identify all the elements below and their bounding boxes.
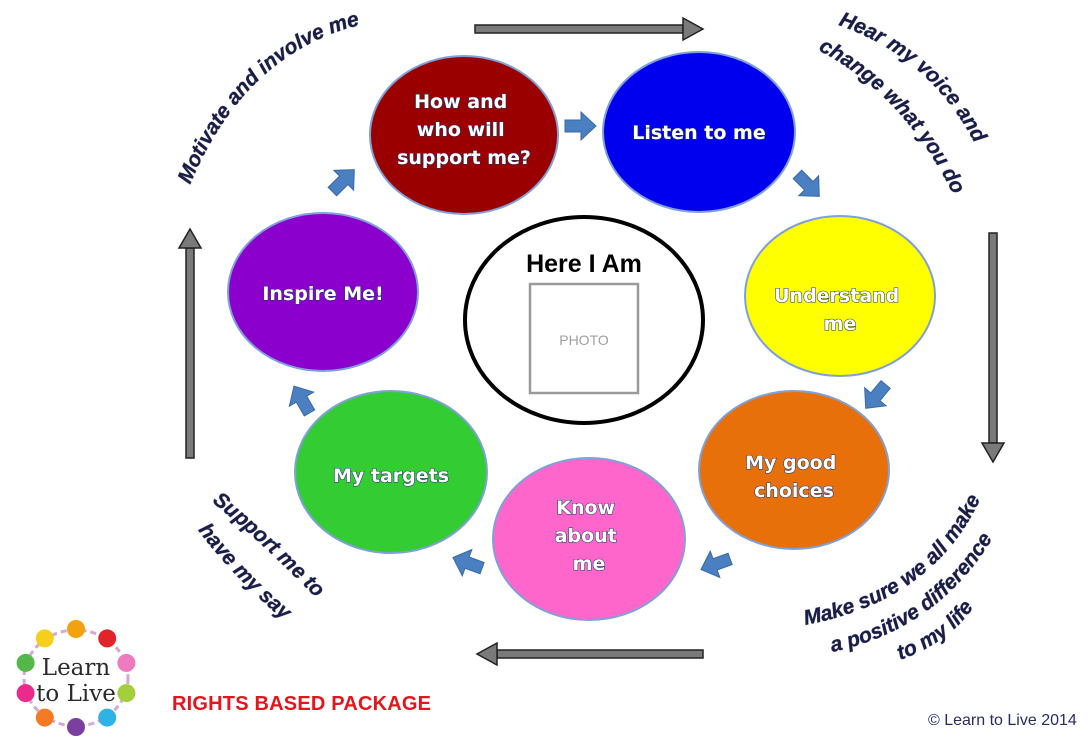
node-know-about-line1: Know (556, 497, 615, 519)
svg-text:Understand me: Understand me (774, 285, 906, 335)
flow-arrow-7 (327, 169, 355, 197)
svg-text:My good choices: My good choices (745, 452, 843, 502)
logo-dot (35, 629, 54, 648)
logo-dot (98, 629, 117, 648)
node-inspire: Inspire Me! (227, 212, 419, 372)
node-how-who-line2: who will (417, 119, 505, 141)
node-know-about-line3: me (573, 553, 606, 575)
flow-arrow-2 (792, 169, 820, 197)
node-targets: My targets (294, 390, 488, 554)
logo-dot (117, 653, 136, 672)
outer-arrow-top (474, 16, 705, 42)
outer-arrow-bottom (475, 641, 704, 667)
flow-arrow-6 (288, 385, 316, 417)
node-understand: Understand me (744, 215, 936, 377)
svg-text:My targets: My targets (333, 465, 449, 487)
node-know-about: Know about me (492, 457, 686, 621)
node-good-choices-line1: My good (745, 452, 836, 474)
package-title: RIGHTS BASED PACKAGE (172, 693, 432, 715)
logo-line2: to Live (36, 681, 116, 707)
logo-dot (67, 620, 85, 638)
flow-arrow-4 (700, 549, 733, 579)
svg-text:Listen to me: Listen to me (632, 122, 765, 144)
copyright-text: © Learn to Live 2014 (928, 712, 1077, 729)
photo-label: PHOTO (559, 332, 609, 348)
svg-text:How and who will s: How and who will support me? (397, 91, 531, 169)
node-how-who-line3: support me? (397, 147, 531, 169)
node-listen: Listen to me (602, 51, 796, 213)
photo-placeholder (528, 282, 640, 395)
node-how-who-line1: How and (414, 91, 507, 113)
node-listen-line1: Listen to me (632, 122, 765, 144)
center-node: Here I Am PHOTO (463, 215, 705, 425)
outer-arrow-left (177, 227, 203, 459)
node-how-who: How and who will support me? (369, 55, 559, 215)
node-understand-line1: Understand (774, 285, 899, 307)
outer-text-top-left: Motivate and involve me (174, 7, 362, 186)
flow-arrow-3 (864, 379, 891, 409)
logo-dot (16, 684, 35, 703)
flow-arrow-5 (452, 548, 485, 578)
svg-text:Know about me: Know about me (555, 497, 624, 575)
learn-to-live-logo: Learn to Live (16, 620, 136, 736)
node-understand-line2: me (824, 313, 857, 335)
logo-dot (67, 718, 85, 736)
outer-arrow-right (980, 232, 1006, 464)
node-inspire-line1: Inspire Me! (262, 283, 383, 305)
node-good-choices: My good choices (698, 390, 890, 550)
logo-dot (98, 708, 117, 727)
flow-arrow-1 (564, 110, 597, 142)
svg-text:Inspire Me!: Inspire Me! (262, 283, 383, 305)
logo-dot (16, 653, 35, 672)
node-good-choices-line2: choices (754, 480, 834, 502)
logo-line1: Learn (42, 655, 111, 681)
logo-dot (35, 708, 54, 727)
center-title: Here I Am (526, 250, 642, 278)
node-targets-line1: My targets (333, 465, 449, 487)
logo-dot (117, 684, 136, 703)
node-know-about-line2: about (555, 525, 617, 547)
